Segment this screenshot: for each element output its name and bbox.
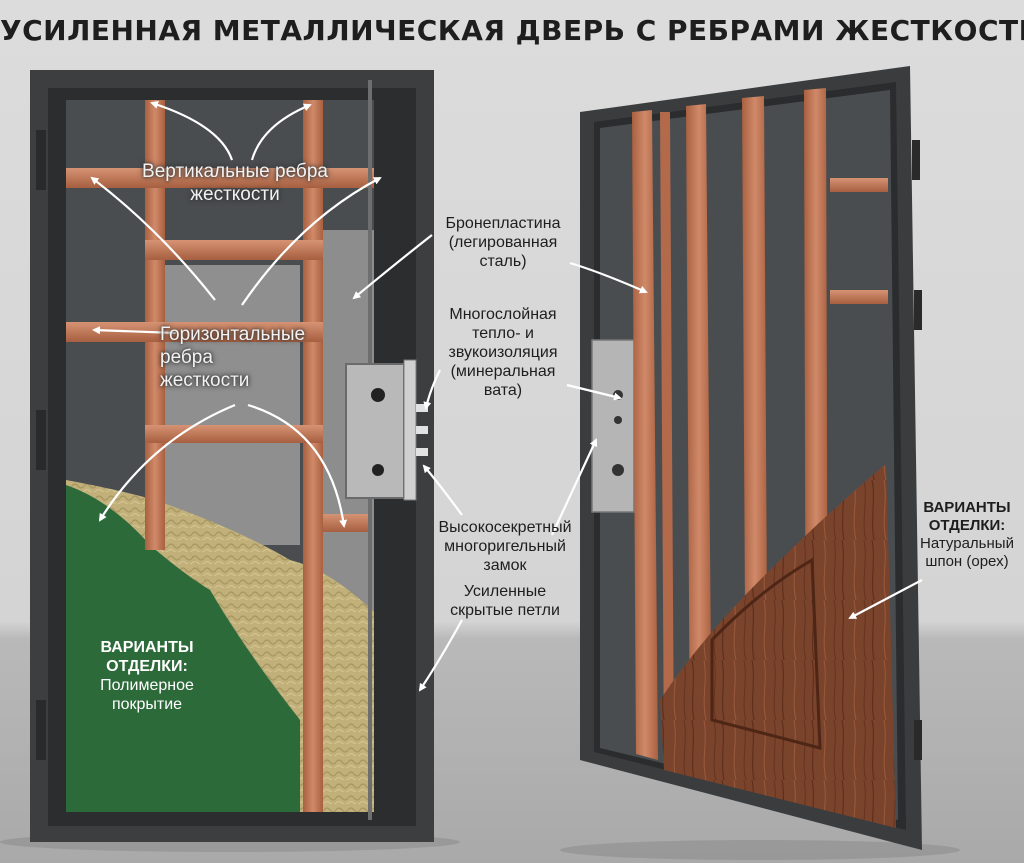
hinge [36,700,46,760]
horizontal-rib [323,514,371,532]
walnut-veneer-panel [660,464,896,828]
right-door [580,66,922,850]
hinge [912,140,920,180]
hinge [914,720,922,760]
vertical-rib [303,100,323,812]
label-lock: Высокосекретный многоригельный замок [438,519,572,574]
page-title: УСИЛЕННАЯ МЕТАЛЛИЧЕСКАЯ ДВЕРЬ С РЕБРАМИ … [0,14,1024,47]
label-hinges: Усиленные скрытые петли [450,583,560,619]
label-vertical-ribs: Вертикальные ребра жесткости [142,161,328,205]
vertical-rib [686,104,712,772]
hinge [914,290,922,330]
label-insulation: Многослойная тепло- и звукоизоляция (мин… [448,306,558,399]
horizontal-rib [145,240,323,260]
label-finish-veneer: ВАРИАНТЫ ОТДЕЛКИ: Натуральный шпон (орех… [920,499,1014,570]
label-horizontal-ribs: Горизонтальные ребра жесткости [160,324,306,391]
label-finish-polymer: ВАРИАНТЫ ОТДЕЛКИ: Полимерное покрытие [100,639,194,713]
horizontal-rib [66,168,374,188]
label-armor-plate: Бронепластина (легированная сталь) [445,215,561,270]
vertical-rib [632,110,658,760]
left-lock-mechanism [345,359,428,501]
right-lock-plate [591,339,635,513]
horizontal-rib [66,322,323,342]
polymer-green-panel [66,485,300,812]
hinge [36,130,46,190]
callout-arrows [90,101,923,692]
hinge [36,410,46,470]
